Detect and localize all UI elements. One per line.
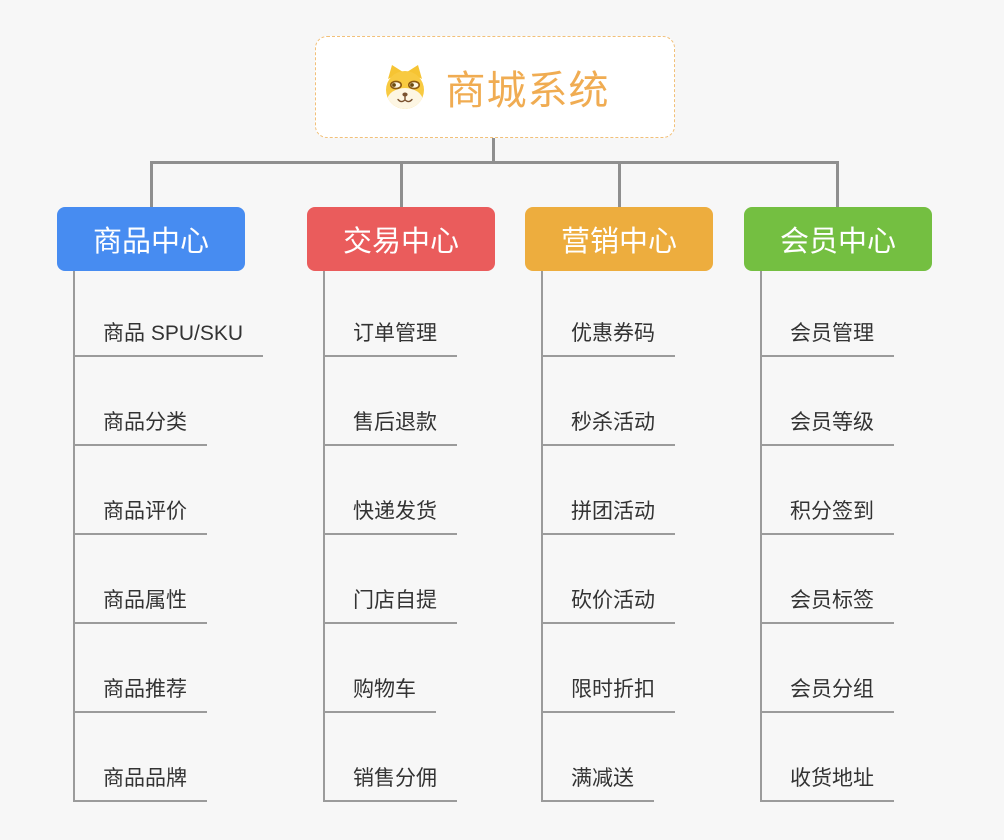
topic-item[interactable]: 积分签到	[760, 497, 894, 535]
branch-box-product-center[interactable]: 商品中心	[57, 207, 245, 271]
root-node[interactable]: 商城系统	[315, 36, 675, 138]
topic-item[interactable]: 拼团活动	[541, 497, 675, 535]
topic-item[interactable]: 快递发货	[323, 497, 457, 535]
topic-item[interactable]: 会员管理	[760, 319, 894, 357]
branch-spine	[760, 271, 762, 802]
branch-items: 商品 SPU/SKU 商品分类 商品评价 商品属性 商品推荐 商品品牌	[73, 271, 264, 804]
topic-item[interactable]: 商品分类	[73, 408, 207, 446]
connector-horizontal	[150, 161, 838, 164]
connector-drop-members	[836, 161, 839, 207]
branch-label: 交易中心	[342, 226, 459, 258]
branch-marketing-center: 营销中心 优惠券码 秒杀活动 拼团活动 砍价活动 限时折扣 满减送	[525, 207, 713, 804]
branch-items: 优惠券码 秒杀活动 拼团活动 砍价活动 限时折扣 满减送	[541, 271, 713, 804]
branch-spine	[541, 271, 543, 802]
connector-root-drop	[492, 138, 495, 164]
connector-drop-trade	[400, 161, 403, 207]
topic-item[interactable]: 商品评价	[73, 497, 207, 535]
topic-item[interactable]: 收货地址	[760, 764, 894, 802]
dog-face-icon	[385, 65, 424, 109]
branch-items: 订单管理 售后退款 快递发货 门店自提 购物车 销售分佣	[323, 271, 495, 804]
branch-label: 会员中心	[779, 226, 896, 258]
branch-spine	[323, 271, 325, 802]
branch-box-member-center[interactable]: 会员中心	[744, 207, 932, 271]
topic-item[interactable]: 会员标签	[760, 586, 894, 624]
topic-item[interactable]: 购物车	[323, 675, 436, 713]
connector-drop-marketing	[618, 161, 621, 207]
root-title: 商城系统	[445, 69, 610, 113]
topic-item[interactable]: 门店自提	[323, 586, 457, 624]
topic-item[interactable]: 订单管理	[323, 319, 457, 357]
branch-product-center: 商品中心 商品 SPU/SKU 商品分类 商品评价 商品属性 商品推荐 商品品牌	[57, 207, 264, 804]
branch-box-trade-center[interactable]: 交易中心	[307, 207, 495, 271]
connector-drop-products	[150, 161, 153, 207]
topic-item[interactable]: 会员分组	[760, 675, 894, 713]
topic-item[interactable]: 限时折扣	[541, 675, 675, 713]
branch-trade-center: 交易中心 订单管理 售后退款 快递发货 门店自提 购物车 销售分佣	[307, 207, 495, 804]
branch-items: 会员管理 会员等级 积分签到 会员标签 会员分组 收货地址	[760, 271, 932, 804]
topic-item[interactable]: 秒杀活动	[541, 408, 675, 446]
branch-spine	[73, 271, 75, 802]
topic-item[interactable]: 会员等级	[760, 408, 894, 446]
branch-label: 商品中心	[92, 226, 209, 258]
branch-member-center: 会员中心 会员管理 会员等级 积分签到 会员标签 会员分组 收货地址	[744, 207, 932, 804]
topic-item[interactable]: 商品 SPU/SKU	[73, 319, 264, 357]
branch-box-marketing-center[interactable]: 营销中心	[525, 207, 713, 271]
topic-item[interactable]: 商品品牌	[73, 764, 207, 802]
topic-item[interactable]: 销售分佣	[323, 764, 457, 802]
topic-item[interactable]: 满减送	[541, 764, 654, 802]
topic-item[interactable]: 商品推荐	[73, 675, 207, 713]
topic-item[interactable]: 售后退款	[323, 408, 457, 446]
topic-item[interactable]: 砍价活动	[541, 586, 675, 624]
topic-item[interactable]: 商品属性	[73, 586, 207, 624]
branch-label: 营销中心	[560, 226, 677, 258]
topic-item[interactable]: 优惠券码	[541, 319, 675, 357]
